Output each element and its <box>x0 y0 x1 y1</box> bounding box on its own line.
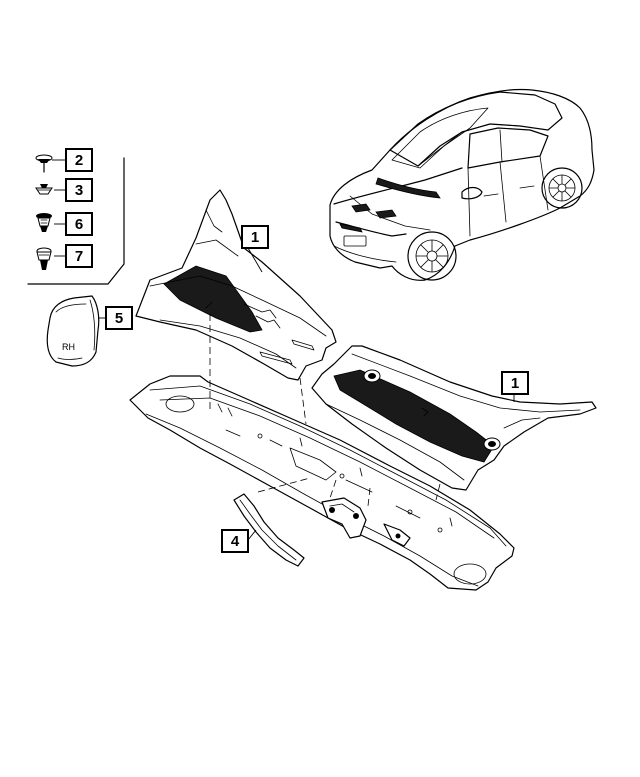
seal-rh-label: RH <box>62 342 75 352</box>
callout-5: 5 <box>115 310 123 327</box>
screw-icon <box>35 154 53 173</box>
cowl-seal-strip <box>233 493 305 567</box>
callout-3: 3 <box>75 182 83 199</box>
cowl-plenum-panel <box>129 375 515 591</box>
callout-1-right: 1 <box>511 375 519 392</box>
retainer-clip-icon <box>36 247 52 270</box>
callout-6: 6 <box>75 216 83 233</box>
cowl-panel-left <box>135 189 337 381</box>
callout-2: 2 <box>75 152 83 169</box>
alignment-line <box>367 487 371 507</box>
alignment-line <box>435 483 441 501</box>
cowl-panel-right <box>311 345 597 491</box>
alignment-line <box>329 479 337 499</box>
alignment-line <box>257 477 311 493</box>
callout-1-left: 1 <box>251 229 259 246</box>
push-clip-icon <box>36 213 52 232</box>
alignment-line <box>299 377 307 425</box>
vehicle-locator-illustration <box>329 88 595 281</box>
callout-7: 7 <box>75 248 83 265</box>
fastener-legend: 2 3 6 7 <box>27 148 125 285</box>
cowl-side-seal-rh: RH <box>46 295 100 367</box>
callout-4: 4 <box>231 533 240 550</box>
push-nut-icon <box>35 184 53 195</box>
